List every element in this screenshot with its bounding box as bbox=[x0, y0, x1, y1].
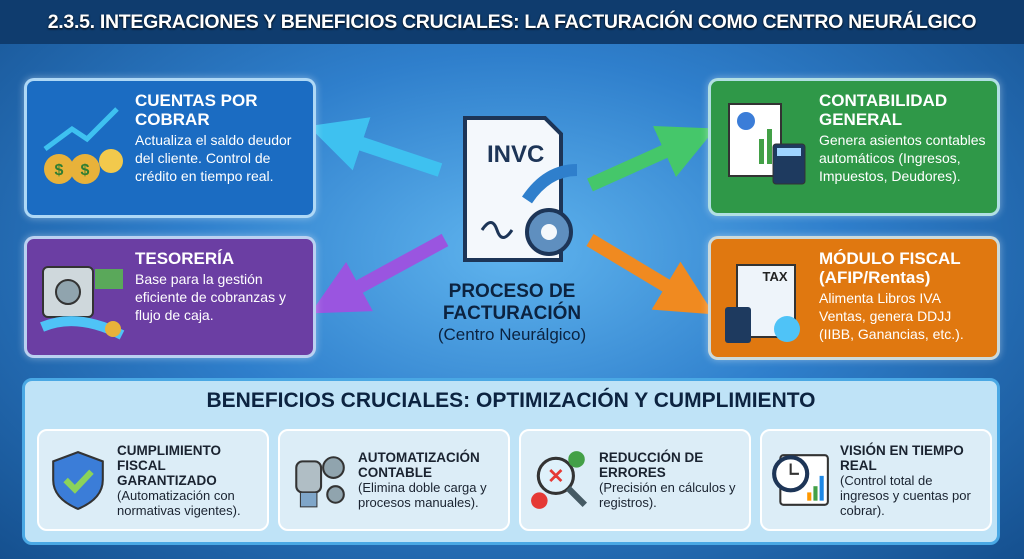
benefit-title: CUMPLIMIENTO FISCAL GARANTIZADO bbox=[117, 442, 221, 488]
benefit-reduccion-errores: ✕ REDUCCIÓN DE ERRORES(Precisión en cálc… bbox=[519, 429, 751, 531]
tax-label: TAX bbox=[762, 269, 787, 284]
module-tesoreria: TESORERÍA Base para la gestión eficiente … bbox=[24, 236, 316, 358]
robot-hand-gear-icon bbox=[295, 456, 345, 508]
benefit-desc: (Elimina doble carga y procesos manuales… bbox=[358, 480, 487, 510]
benefit-title: AUTOMATIZACIÓN CONTABLE bbox=[358, 450, 480, 480]
shield-check-icon bbox=[52, 450, 104, 511]
svg-text:✕: ✕ bbox=[547, 465, 564, 488]
page-title: 2.3.5. INTEGRACIONES Y BENEFICIOS CRUCIA… bbox=[0, 0, 1024, 44]
benefit-cumplimiento: CUMPLIMIENTO FISCAL GARANTIZADO(Automati… bbox=[37, 429, 269, 531]
module-fiscal: TAX MÓDULO FISCAL (AFIP/Rentas)Alimenta … bbox=[708, 236, 1000, 360]
svg-text:$: $ bbox=[81, 162, 90, 179]
arrow-to-tesoreria bbox=[310, 233, 449, 314]
svg-text:$: $ bbox=[55, 162, 64, 179]
module-desc: Actualiza el saldo deudor del cliente. C… bbox=[135, 132, 292, 184]
magnifier-errors-icon: ✕ bbox=[531, 451, 587, 509]
benefit-vision-tiempo-real: VISIÓN EN TIEMPO REAL(Control total de i… bbox=[760, 429, 992, 531]
benefit-title: VISIÓN EN TIEMPO REAL bbox=[840, 442, 964, 473]
module-desc: Base para la gestión eficiente de cobran… bbox=[135, 271, 286, 323]
hub-subtitle: (Centro Neurálgico) bbox=[437, 325, 587, 344]
module-title: MÓDULO FISCAL (AFIP/Rentas) bbox=[819, 249, 961, 287]
arrow-to-contabilidad bbox=[587, 125, 716, 192]
benefit-desc: (Automatización con normativas vigentes)… bbox=[117, 487, 241, 518]
arrow-to-cuentas bbox=[308, 117, 443, 177]
hub-title-line2: FACTURACIÓN bbox=[442, 303, 582, 324]
benefit-desc: (Control total de ingresos y cuentas por… bbox=[840, 472, 971, 518]
benefit-automatizacion: AUTOMATIZACIÓN CONTABLE(Elimina doble ca… bbox=[278, 429, 510, 531]
module-title: TESORERÍA bbox=[135, 249, 235, 268]
invoice-label: INVC bbox=[487, 141, 544, 168]
clock-dashboard-icon bbox=[772, 454, 829, 506]
module-title: CONTABILIDAD GENERAL bbox=[819, 91, 948, 129]
tax-document-icon: TAX bbox=[725, 264, 800, 343]
invoice-gear-icon: INVC bbox=[463, 116, 578, 262]
benefit-desc: (Precisión en cálculos y registros). bbox=[599, 480, 736, 510]
benefit-title: REDUCCIÓN DE ERRORES bbox=[599, 450, 704, 480]
benefits-title: BENEFICIOS CRUCIALES: OPTIMIZACIÓN Y CUM… bbox=[206, 389, 816, 412]
benefits-panel: BENEFICIOS CRUCIALES: OPTIMIZACIÓN Y CUM… bbox=[22, 378, 1000, 545]
module-title: CUENTAS POR COBRAR bbox=[135, 91, 258, 129]
safe-cash-icon bbox=[40, 266, 125, 340]
hub-title-line1: PROCESO DE bbox=[448, 281, 576, 302]
arrow-to-fiscal bbox=[586, 233, 715, 315]
money-bags-growth-icon: $$ bbox=[43, 107, 123, 184]
module-desc: Genera asientos contables automáticos (I… bbox=[819, 132, 986, 184]
billing-process-hub: INVC PROCESO DE FACTURACIÓN (Centro Neur… bbox=[380, 110, 644, 345]
ledger-calculator-icon bbox=[728, 103, 806, 185]
module-desc: Alimenta Libros IVA Ventas, genera DDJJ … bbox=[819, 290, 964, 342]
